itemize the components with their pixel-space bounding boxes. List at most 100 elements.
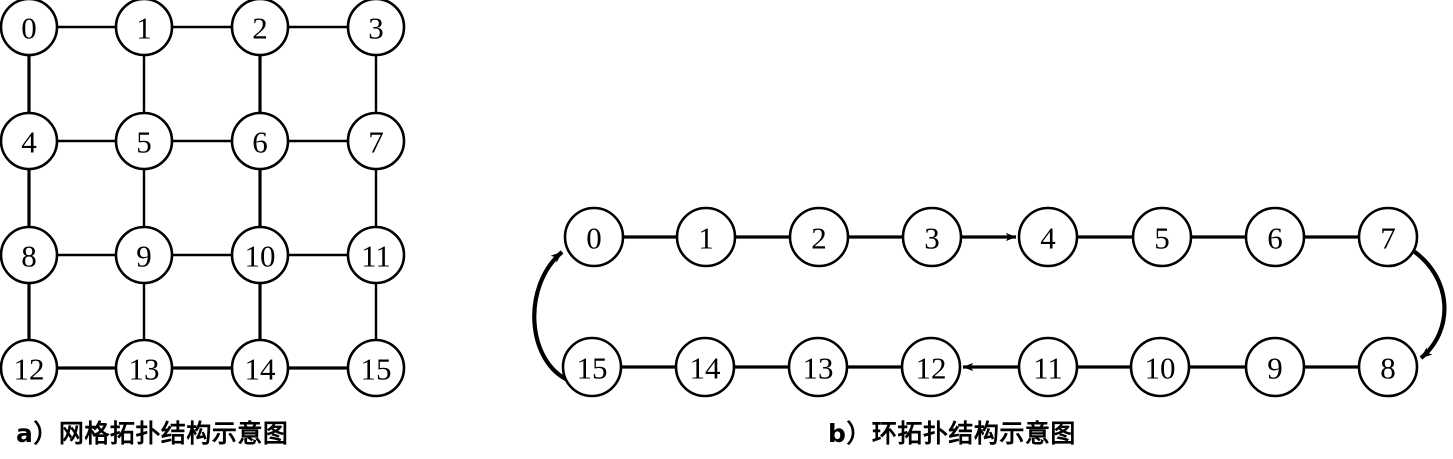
node-label: 13: [129, 352, 160, 387]
caption-mesh: a）网格拓扑结构示意图: [16, 419, 289, 448]
node-label: 10: [245, 239, 276, 274]
node-circle: [230, 225, 290, 285]
node-circle: [346, 225, 406, 285]
node-label: 10: [1145, 351, 1176, 386]
mesh-node-15[interactable]: 15: [346, 338, 406, 398]
node-label: 5: [1154, 221, 1170, 256]
node-label: 15: [361, 352, 392, 387]
ring-node-10[interactable]: 10: [1129, 336, 1191, 398]
ring-node-6[interactable]: 6: [1244, 206, 1306, 268]
node-circle: [346, 0, 406, 57]
ring-node-12[interactable]: 12: [900, 336, 962, 398]
node-label: 15: [577, 351, 608, 386]
mesh-node-10[interactable]: 10: [230, 225, 290, 285]
node-label: 1: [698, 221, 714, 256]
node-circle: [230, 338, 290, 398]
node-label: 0: [21, 11, 37, 46]
node-circle: [787, 336, 849, 398]
node-label: 8: [1380, 351, 1396, 386]
mesh-node-9[interactable]: 9: [114, 225, 174, 285]
node-label: 11: [361, 239, 391, 274]
node-circle: [114, 338, 174, 398]
mesh-edges-vertical: [27, 27, 378, 368]
node-circle: [114, 0, 174, 57]
ring-arc-7-to-8: [1410, 248, 1447, 360]
node-label: 3: [924, 221, 940, 256]
node-circle: [1017, 336, 1079, 398]
ring-node-8[interactable]: 8: [1357, 336, 1419, 398]
node-circle: [230, 0, 290, 57]
node-circle: [114, 225, 174, 285]
node-circle: [1017, 206, 1079, 268]
ring-node-4[interactable]: 4: [1017, 206, 1079, 268]
ring-arc-15-to-0: [532, 250, 571, 383]
node-circle: [0, 338, 59, 398]
ring-node-0[interactable]: 0: [563, 206, 625, 268]
mesh-node-12[interactable]: 12: [0, 338, 59, 398]
node-label: 13: [803, 351, 834, 386]
node-label: 1: [136, 11, 152, 46]
node-label: 11: [1033, 351, 1063, 386]
ring-node-11[interactable]: 11: [1017, 336, 1079, 398]
node-label: 8: [21, 239, 37, 274]
node-label: 9: [136, 239, 152, 274]
node-label: 2: [252, 11, 268, 46]
node-circle: [1129, 336, 1191, 398]
node-circle: [0, 111, 59, 171]
node-circle: [788, 206, 850, 268]
mesh-node-3[interactable]: 3: [346, 0, 406, 57]
node-label: 14: [690, 351, 722, 386]
ring-node-3[interactable]: 3: [901, 206, 963, 268]
mesh-node-2[interactable]: 2: [230, 0, 290, 57]
node-label: 4: [1040, 221, 1056, 256]
ring-node-5[interactable]: 5: [1131, 206, 1193, 268]
node-circle: [1244, 206, 1306, 268]
node-label: 12: [14, 352, 45, 387]
node-label: 9: [1267, 351, 1283, 386]
ring-panel: 0 1 2 3 4: [532, 206, 1447, 398]
ring-node-1[interactable]: 1: [675, 206, 737, 268]
node-circle: [675, 206, 737, 268]
ring-nodes-top: 0 1 2 3 4: [563, 206, 1419, 268]
ring-node-9[interactable]: 9: [1244, 336, 1306, 398]
node-circle: [1244, 336, 1306, 398]
ring-node-14[interactable]: 14: [674, 336, 736, 398]
mesh-node-5[interactable]: 5: [114, 111, 174, 171]
node-circle: [230, 111, 290, 171]
mesh-node-1[interactable]: 1: [114, 0, 174, 57]
mesh-node-7[interactable]: 7: [346, 111, 406, 171]
node-label: 3: [368, 11, 384, 46]
node-circle: [900, 336, 962, 398]
mesh-node-8[interactable]: 8: [0, 225, 59, 285]
mesh-nodes: 0 1 2 3 4: [0, 0, 406, 398]
mesh-node-13[interactable]: 13: [114, 338, 174, 398]
caption-ring: b）环拓扑结构示意图: [828, 419, 1076, 448]
ring-nodes-bottom: 15 14 13 12 11: [561, 336, 1419, 398]
node-label: 12: [916, 351, 947, 386]
mesh-node-0[interactable]: 0: [0, 0, 59, 57]
ring-node-2[interactable]: 2: [788, 206, 850, 268]
mesh-node-4[interactable]: 4: [0, 111, 59, 171]
node-circle: [901, 206, 963, 268]
node-circle: [1357, 206, 1419, 268]
node-circle: [674, 336, 736, 398]
node-circle: [346, 111, 406, 171]
mesh-node-14[interactable]: 14: [230, 338, 290, 398]
node-circle: [0, 0, 59, 57]
node-circle: [0, 225, 59, 285]
ring-node-15[interactable]: 15: [561, 336, 623, 398]
mesh-node-6[interactable]: 6: [230, 111, 290, 171]
ring-node-7[interactable]: 7: [1357, 206, 1419, 268]
node-circle: [1357, 336, 1419, 398]
mesh-edges-horizontal: [29, 25, 376, 370]
node-label: 4: [21, 125, 37, 160]
node-circle: [346, 338, 406, 398]
node-label: 7: [368, 125, 384, 160]
node-label: 14: [245, 352, 277, 387]
ring-node-13[interactable]: 13: [787, 336, 849, 398]
node-circle: [561, 336, 623, 398]
mesh-panel: 0 1 2 3 4: [0, 0, 406, 398]
mesh-node-11[interactable]: 11: [346, 225, 406, 285]
